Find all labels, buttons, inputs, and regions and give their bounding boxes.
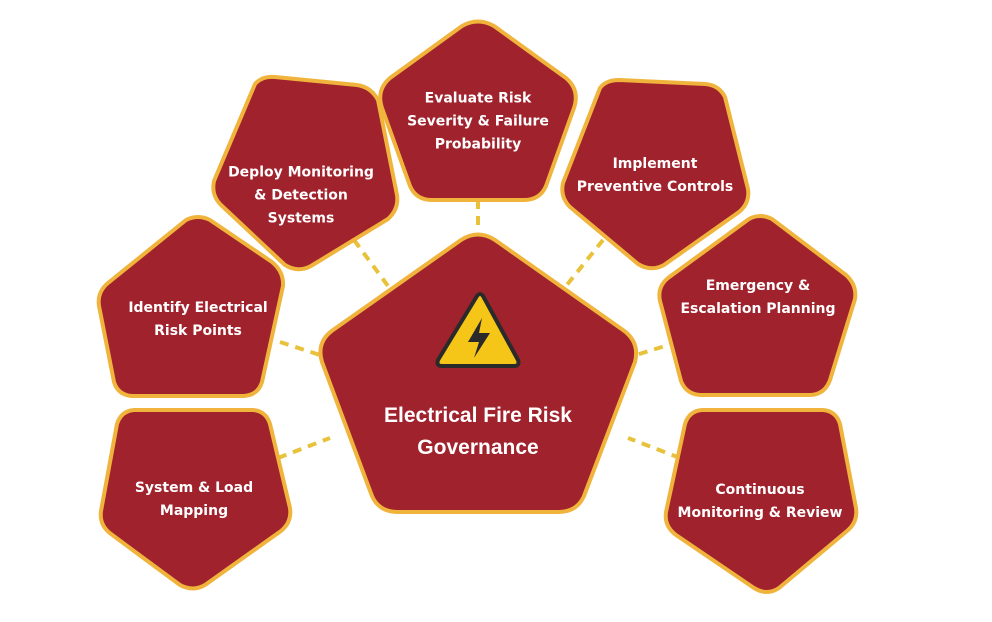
- node-system-shape: [98, 408, 293, 591]
- connector-implement: [564, 238, 605, 288]
- connector-identify: [279, 340, 321, 357]
- node-implement-label: Implement Preventive Controls: [576, 156, 734, 195]
- node-emergency-shape: [657, 214, 858, 397]
- node-deploy-shape: [211, 74, 400, 272]
- node-continuous-shape: [663, 408, 859, 594]
- node-implement-shape: [560, 78, 751, 271]
- node-evaluate-label: Evaluate Risk Severity & Failure Probabi…: [407, 90, 549, 153]
- center-title: Electrical Fire Risk Governance: [384, 404, 572, 459]
- connector-system: [277, 436, 331, 460]
- connector-continuous: [627, 436, 681, 460]
- node-identify-label: Identify Electrical Risk Points: [128, 300, 268, 339]
- connector-deploy: [352, 238, 390, 288]
- node-identify-shape: [96, 215, 286, 398]
- node-deploy-label: Deploy Monitoring & Detection Systems: [228, 164, 374, 227]
- node-system-label: System & Load Mapping: [134, 480, 254, 519]
- node-emergency-label: Emergency & Escalation Planning: [680, 278, 836, 317]
- node-continuous-label: Continuous Monitoring & Review: [677, 482, 843, 521]
- high-voltage-warning-icon: [435, 292, 521, 368]
- center-node-shape: [318, 232, 639, 514]
- node-evaluate-shape: [378, 19, 578, 202]
